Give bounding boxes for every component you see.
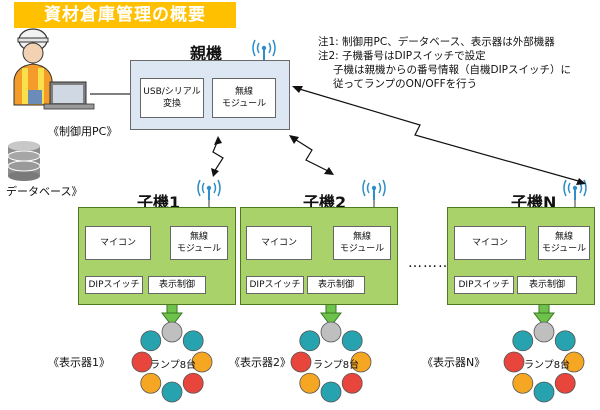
lamp (320, 321, 342, 343)
lamp (140, 330, 162, 352)
lamp (140, 372, 162, 394)
lamp (533, 381, 555, 403)
lamp-ring-1 (131, 321, 213, 403)
display2-label: 《表示器2》 (229, 356, 291, 369)
note-2: 注2: 子機番号はDIPスイッチで設定 (318, 50, 486, 62)
child1-dip-switch: DIPスイッチ (85, 276, 143, 294)
child1-wireless-module: 無線 モジュール (170, 226, 228, 260)
wireless-link-child1 (212, 139, 224, 173)
lamp (320, 381, 342, 403)
childN-antenna-icon (563, 179, 587, 200)
lamp (512, 372, 534, 394)
usb-label-1: USB/シリアル (143, 87, 201, 97)
parent-wireless-label-2: モジュール (221, 99, 267, 109)
child1-wl-label-2: モジュール (176, 244, 222, 254)
child2-antenna-icon (362, 179, 386, 200)
child1-antenna-icon (197, 179, 221, 200)
parent-antenna-icon (252, 39, 276, 60)
lamp (533, 321, 555, 343)
parent-title: 親機 (190, 44, 223, 63)
lamp (290, 351, 312, 373)
lamp (299, 372, 321, 394)
lamp (182, 372, 204, 394)
lamps2-label: ランプ8台 (313, 360, 360, 371)
parent-wireless-module: 無線 モジュール (212, 78, 276, 118)
childN-wl-label-1: 無線 (554, 232, 573, 242)
wireless-link-child2 (292, 137, 331, 173)
lamp (161, 321, 183, 343)
lamp (563, 351, 585, 373)
child2-dip-switch: DIPスイッチ (246, 276, 304, 294)
database-icon (7, 141, 41, 181)
childN-display-control: 表示制御 (517, 276, 577, 294)
note-1: 注1: 制御用PC、データベース、表示器は外部機器 (318, 36, 555, 48)
ellipsis: ……… (408, 255, 453, 271)
lamp-ring-2 (290, 321, 372, 403)
child1-wl-label-1: 無線 (189, 232, 208, 242)
childN-mcu: マイコン (454, 226, 526, 260)
lamp (161, 381, 183, 403)
wireless-link-childN (295, 87, 583, 183)
child1-mcu: マイコン (85, 226, 151, 260)
child2-wireless-module: 無線 モジュール (333, 226, 391, 260)
lamp-ring-N (503, 321, 585, 403)
lamp (503, 351, 525, 373)
note-2-cont-2: 従ってランプのON/OFFを行う (333, 78, 478, 90)
pc-label: 《制御用PC》 (48, 125, 118, 138)
display1-label: 《表示器1》 (48, 356, 110, 369)
usb-label-2: 変換 (162, 99, 181, 109)
lamp (554, 372, 576, 394)
lamps1-label: ランプ8台 (150, 360, 197, 371)
lamp (341, 372, 363, 394)
child2-wl-label-2: モジュール (339, 244, 385, 254)
childN-wireless-module: 無線 モジュール (538, 226, 590, 260)
child2-display-control: 表示制御 (307, 276, 365, 294)
childN-wl-label-2: モジュール (541, 244, 587, 254)
lamp (341, 330, 363, 352)
note-2-cont-1: 子機は親機からの番号情報（自機DIPスイッチ）に (333, 64, 572, 76)
child1-display-control: 表示制御 (148, 276, 206, 294)
child2-mcu: マイコン (246, 226, 312, 260)
diagram-title: 資材倉庫管理の概要 (14, 2, 236, 28)
lamp (131, 351, 153, 373)
childN-dip-switch: DIPスイッチ (454, 276, 514, 294)
child2-wl-label-1: 無線 (352, 232, 371, 242)
lamp (512, 330, 534, 352)
lamp (350, 351, 372, 373)
lamp (182, 330, 204, 352)
lampsN-label: ランプ8台 (524, 360, 571, 371)
operator-with-pc-icon (13, 28, 95, 110)
lamp (299, 330, 321, 352)
parent-wireless-label-1: 無線 (234, 87, 253, 97)
lamp (191, 351, 213, 373)
usb-serial-converter: USB/シリアル 変換 (140, 78, 204, 118)
database-label: データベース》 (6, 185, 83, 198)
displayN-label: 《表示器N》 (422, 356, 486, 369)
lamp (554, 330, 576, 352)
